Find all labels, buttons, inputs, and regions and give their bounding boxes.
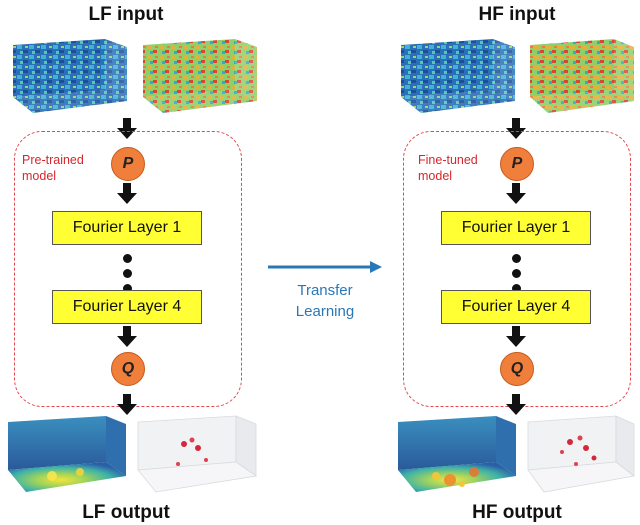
- fourier-layer-1: Fourier Layer 1: [52, 211, 202, 245]
- model-label-line-1: Pre-trained: [22, 153, 84, 167]
- q-node: Q: [500, 352, 534, 386]
- transfer-label-line-1: Transfer: [297, 282, 353, 299]
- pretrained-model-label: Pre-trained model: [22, 152, 84, 184]
- fourier-layer-1: Fourier Layer 1: [441, 211, 591, 245]
- model-label-line-2: model: [418, 169, 453, 183]
- q-node: Q: [111, 352, 145, 386]
- transfer-arrow-icon: [268, 261, 382, 273]
- arrow-down-icon: [506, 118, 526, 139]
- lf-output-field: [8, 416, 126, 492]
- p-node: P: [111, 147, 145, 181]
- hf-input-volume-a: [401, 39, 515, 113]
- arrow-down-icon: [117, 394, 137, 415]
- hf-output-sparse: [527, 415, 635, 493]
- p-node: P: [500, 147, 534, 181]
- lf-input-volume-a: [13, 39, 127, 113]
- hf-input-volume-b: [530, 39, 634, 113]
- fourier-layer-4: Fourier Layer 4: [52, 290, 202, 324]
- arrow-down-icon: [506, 394, 526, 415]
- hf-input-title: HF input: [478, 4, 556, 25]
- arrow-down-icon: [117, 183, 137, 204]
- transfer-label-line-2: Learning: [295, 303, 355, 320]
- arrow-down-icon: [117, 118, 137, 139]
- ellipsis-dots: [121, 254, 133, 299]
- lf-output-sparse: [137, 415, 258, 493]
- transfer-learning-label: Transfer Learning: [270, 280, 380, 322]
- lf-input-title: LF input: [88, 4, 164, 25]
- model-label-line-1: Fine-tuned: [418, 153, 478, 167]
- fourier-layer-4: Fourier Layer 4: [441, 290, 591, 324]
- finetuned-model-label: Fine-tuned model: [418, 152, 478, 184]
- hf-output-field: [398, 416, 516, 492]
- hf-output-title: HF output: [472, 502, 562, 523]
- lf-output-title: LF output: [82, 502, 170, 523]
- arrow-down-icon: [506, 326, 526, 347]
- lf-input-volume-b: [143, 39, 257, 113]
- model-label-line-2: model: [22, 169, 57, 183]
- arrow-down-icon: [506, 183, 526, 204]
- arrow-down-icon: [117, 326, 137, 347]
- ellipsis-dots: [510, 254, 522, 299]
